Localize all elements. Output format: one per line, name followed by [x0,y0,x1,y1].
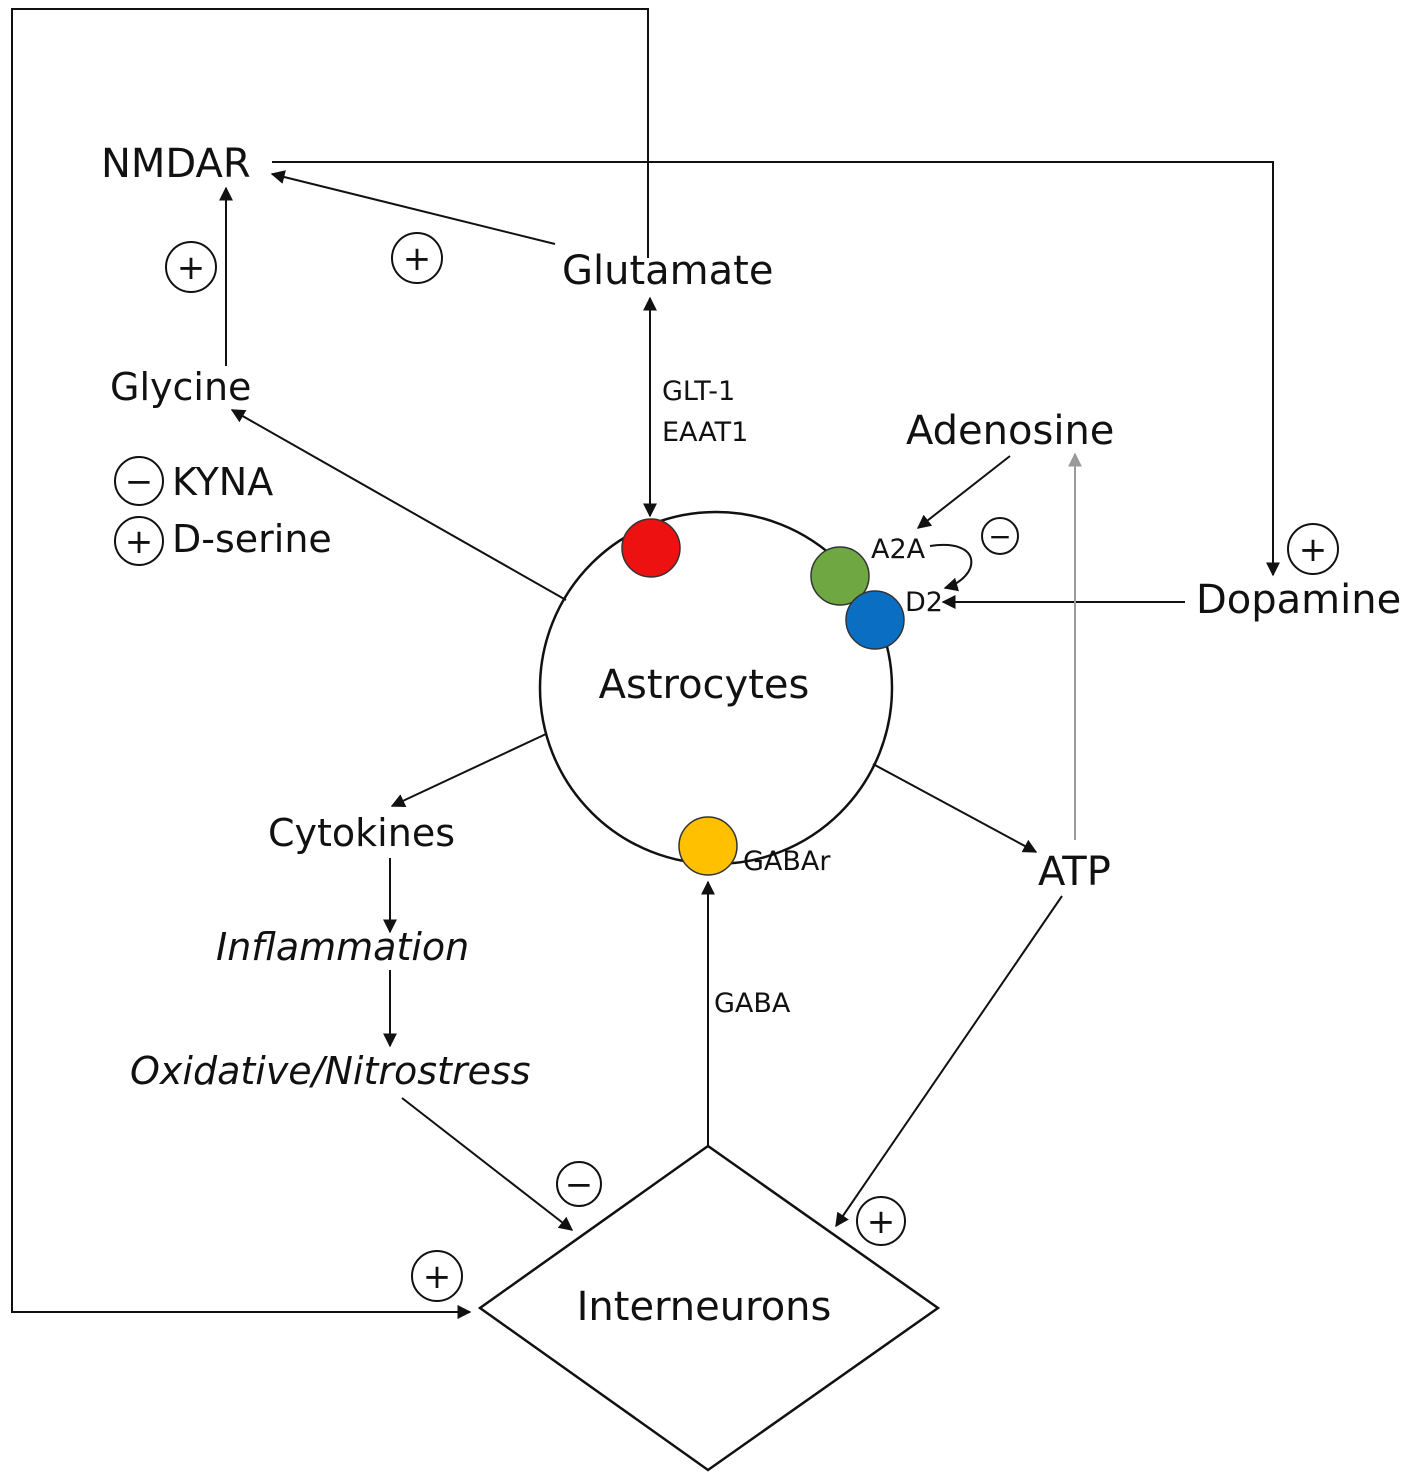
oxidative-interneurons-minus-badge: − [556,1161,602,1207]
dserine-label: D-serine [172,517,332,561]
dopamine-plus-badge: + [1287,523,1339,575]
gaba-label: GABA [714,988,791,1019]
adenosine-label: Adenosine [906,408,1114,454]
d2-receptor-dot [845,590,905,650]
glycine-nmdar-plus-badge: + [165,241,217,293]
atp-label: ATP [1038,849,1111,895]
astrocytes-to-cytokines-arrow [390,733,547,808]
svg-text:+: + [423,1257,452,1297]
interneurons-label: Interneurons [577,1284,832,1330]
oxidative-to-interneurons-arrow [401,1097,574,1231]
interneurons-diamond [477,1144,941,1472]
svg-text:−: − [988,520,1011,553]
svg-text:−: − [565,1165,594,1205]
glutamate-transporter-dot [621,518,681,578]
eaat1-label: EAAT1 [662,417,748,448]
dopamine-label: Dopamine [1196,577,1401,623]
glutamate-nmdar-plus-badge: + [391,232,443,284]
svg-text:−: − [125,462,154,502]
oxidative-label: Oxidative/Nitrostress [130,1049,531,1093]
svg-text:+: + [1299,530,1328,570]
d2-label: D2 [905,587,943,618]
astrocytes-label: Astrocytes [599,662,810,708]
nmdar-to-dopamine-arrow [272,161,1280,577]
a2a-label: A2A [871,534,926,565]
svg-text:+: + [125,522,154,562]
svg-text:+: + [867,1202,896,1242]
nmdar-label: NMDAR [101,141,251,187]
a2a-d2-minus-badge: − [981,517,1019,555]
astrocytes-to-glycine-arrow [230,409,567,601]
astrocytes-to-atp-arrow [872,763,1038,853]
adenosine-to-a2a-arrow [916,455,1011,529]
inflammation-label: Inflammation [216,925,469,969]
glutamate-to-interneurons-loop [11,8,649,1319]
gaba-receptor-dot [678,816,738,876]
a2a-receptor-dot [810,546,870,606]
glycine-label: Glycine [110,365,251,409]
glt1-label: GLT-1 [662,376,735,407]
svg-text:+: + [403,239,432,279]
kyna-minus-badge: − [114,456,164,506]
glutamate-label: Glutamate [562,248,773,294]
atp-interneurons-plus-badge: + [856,1196,906,1246]
a2a-inhibits-d2-arrow [929,543,973,592]
svg-text:+: + [177,248,206,288]
glutamate-interneurons-plus-badge: + [411,1250,463,1302]
gabar-label: GABAr [743,846,831,877]
glutamate-to-nmdar-arrow [270,170,556,245]
dserine-plus-badge: + [114,516,164,566]
kyna-label: KYNA [172,460,273,504]
cytokines-label: Cytokines [268,811,455,855]
atp-to-interneurons-arrow [835,895,1063,1228]
